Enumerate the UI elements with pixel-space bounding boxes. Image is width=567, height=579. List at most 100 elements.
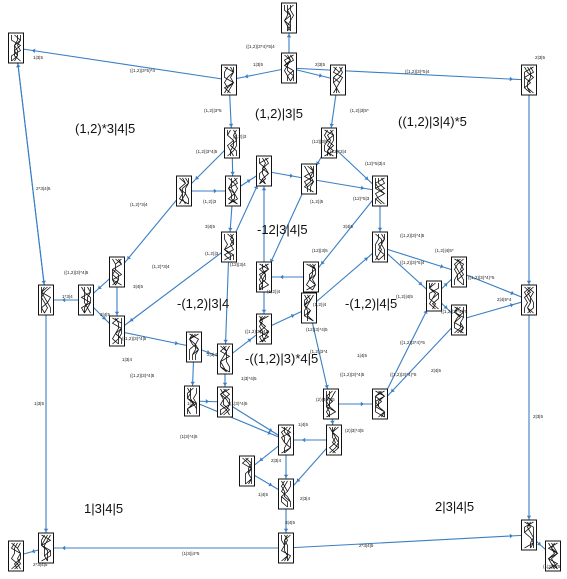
braid-node (281, 52, 297, 84)
braid-node (278, 532, 294, 564)
braid-node-frame (239, 455, 255, 487)
braid-strands (258, 157, 270, 185)
edge-label: ((1,2)|3)*5|4 (400, 260, 425, 265)
edge-label: (12)|3|5 (312, 248, 328, 253)
edge-label: 2*3|4|5 (36, 186, 51, 191)
braid-node (301, 292, 317, 324)
edge-line (379, 319, 460, 405)
region-label: -(1,2)|4|5 (345, 296, 397, 311)
edge-arrowhead (510, 290, 515, 295)
edge-label: ((1,2)|3)*4|5 (130, 373, 155, 378)
braid-strands (223, 66, 235, 94)
braid-node (451, 304, 467, 336)
braid-strands (283, 4, 294, 32)
edge-label: ((1,2)|3)*4|5 (122, 336, 147, 341)
edge-label: 3|4|5 (133, 284, 143, 289)
edge-label: (1,2)|5 (310, 199, 324, 204)
region-label: 1|3|4|5 (84, 501, 123, 516)
edge-label: 3|4|5 (205, 224, 215, 229)
edge-line (15, 47, 47, 301)
edge-arrowhead (174, 340, 179, 346)
braid-node (521, 284, 537, 316)
edge-label: (1,2)|3*4|5 (196, 149, 218, 154)
braid-node (8, 32, 24, 64)
braid-node (184, 385, 200, 417)
braid-strands (547, 542, 559, 570)
edge-arrowhead (440, 264, 444, 269)
edge-label: (1|3)|4*5 (182, 551, 200, 556)
edge-arrowhead (360, 185, 365, 191)
edge-arrowhead (62, 545, 66, 551)
edge-label: 2|4|5 (431, 368, 441, 373)
region-label: -(1,2)|3|4 (177, 296, 229, 311)
edge-label: (1,2)|4 (267, 289, 281, 294)
braid-strands (374, 390, 386, 418)
edge-label: (2)|3|*4|5 (316, 397, 335, 402)
braid-node (221, 64, 237, 96)
edge-label: 3|4|5 (285, 520, 295, 525)
braid-node (521, 64, 537, 96)
edge-label: 1|3|5 (33, 55, 43, 60)
braid-node (372, 388, 388, 420)
edge-arrowhead (321, 260, 325, 265)
edge-line (458, 271, 530, 301)
edge-arrowhead (302, 437, 306, 443)
braid-node (256, 155, 272, 187)
braid-node (109, 315, 125, 347)
edge-arrowhead (318, 73, 323, 78)
region-labels-layer: (1,2)*3|4|5 (1,2)|3|5 ((1,2)|3|4)*5 -12|… (75, 106, 474, 516)
edge-arrowhead (213, 188, 217, 194)
braid-strands (80, 286, 92, 314)
braid-strands (223, 233, 235, 261)
braid-strands (283, 54, 295, 82)
edge-label: ((1,2)|3)*4)*5 (390, 372, 417, 377)
nodes-layer (8, 2, 561, 572)
edge-label: ((1,2)|3)*4)*5 (441, 309, 468, 314)
braid-node (256, 261, 272, 293)
braid-strands (111, 258, 123, 286)
edge-arrowhead (330, 420, 335, 425)
braid-strands (374, 177, 386, 205)
edge-arrowhead (129, 317, 134, 322)
edge-label: 2|3|5 (533, 414, 543, 419)
edge-arrowhead (31, 48, 36, 54)
edge-line (288, 67, 530, 81)
edge-label: 3|4|5 (343, 224, 353, 229)
edge-label: 1*3|4 (62, 294, 73, 299)
edge-label: 2|3|4 (271, 458, 281, 463)
edge-label: ((1,2)|3)*4|5 (245, 329, 270, 334)
braid-strands (453, 258, 465, 286)
edge-arrowhead (283, 528, 289, 532)
braid-node (239, 455, 255, 487)
edge-arrowhead (296, 478, 301, 483)
braid-strands (111, 317, 122, 345)
edge-label: 1|3|5 (253, 62, 263, 67)
edge-arrowhead (41, 280, 46, 285)
edge-line (224, 401, 287, 441)
edge-arrowhead (509, 533, 514, 539)
edge-arrowhead (244, 74, 249, 79)
braid-node (372, 231, 388, 263)
braid-node (521, 519, 537, 551)
braid-strands (219, 345, 231, 373)
edge-label: 2*3|4|5 (33, 562, 48, 567)
edge-line (285, 534, 530, 549)
edge-label: (1,2)|3*5 (204, 108, 222, 113)
braid-node (301, 163, 317, 195)
braid-strands (241, 457, 253, 485)
edge-label: (1,2)|4|5* (435, 248, 454, 253)
edge-arrowhead (195, 175, 200, 180)
edge-arrowhead (418, 281, 423, 286)
edge-arrowhead (228, 123, 234, 128)
edge-line (288, 67, 339, 81)
edge-line (379, 295, 435, 405)
edge-arrowhead (269, 258, 275, 263)
braid-strands (40, 286, 52, 314)
edge-label: (1|3)*4|5 (230, 401, 248, 406)
braid-strands (325, 390, 337, 418)
edge-arrowhead (363, 257, 368, 262)
braid-node (109, 256, 125, 288)
edge-arrowhead (114, 311, 120, 315)
edge-arrowhead (228, 227, 233, 232)
